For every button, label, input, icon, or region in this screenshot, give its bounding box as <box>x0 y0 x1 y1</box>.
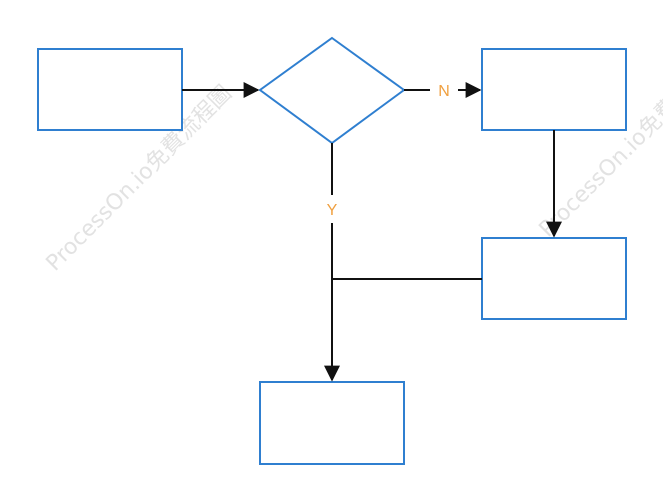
process-box-end[interactable] <box>259 381 405 465</box>
edge-label-yes: Y <box>327 202 338 219</box>
process-box-merge[interactable] <box>481 237 627 320</box>
process-box-no-branch[interactable] <box>481 48 627 131</box>
decision-diamond[interactable] <box>258 36 406 145</box>
edge-label-no: N <box>438 83 450 100</box>
process-box-start[interactable] <box>37 48 183 131</box>
